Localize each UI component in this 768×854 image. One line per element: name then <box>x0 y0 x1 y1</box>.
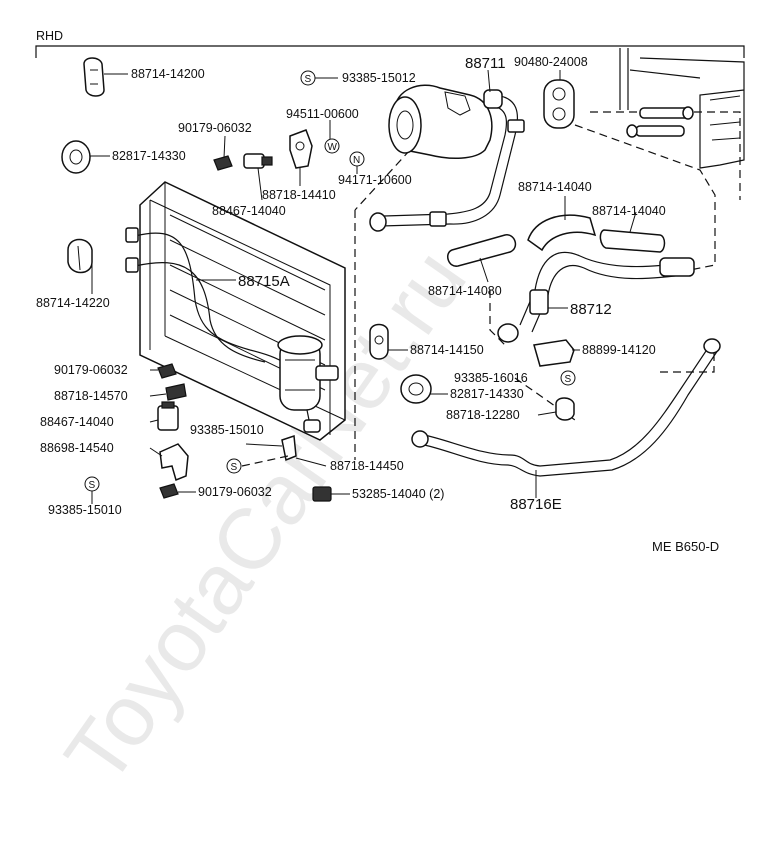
label-93385-15010-bot: 93385-15010 <box>48 503 122 517</box>
diagram-reference: ME B650-D <box>652 539 719 554</box>
clamp-88718-14450 <box>281 434 297 462</box>
insulator-88714-14080 <box>447 234 517 267</box>
label-90179-06032-bot: 90179-06032 <box>198 485 272 499</box>
label-88714-14220: 88714-14220 <box>36 296 110 310</box>
symbol-s-93385-15010-mid: S <box>226 458 242 474</box>
svg-text:S: S <box>231 462 238 473</box>
clamp-88718-12280 <box>555 397 575 421</box>
label-90480-24008: 90480-24008 <box>514 55 588 69</box>
label-88718-14410: 88718-14410 <box>262 188 336 202</box>
label-88714-14080: 88714-14080 <box>428 284 502 298</box>
grommet-88714-14150 <box>369 323 389 360</box>
switch-88467-14040-top <box>243 153 273 169</box>
label-88467-14040-mid: 88467-14040 <box>40 415 114 429</box>
label-88467-14040-top: 88467-14040 <box>212 204 286 218</box>
compressor <box>388 84 493 160</box>
label-88718-12280: 88718-12280 <box>446 408 520 422</box>
label-88712: 88712 <box>570 301 612 318</box>
symbol-s-93385-16016: S <box>560 370 576 386</box>
label-94511-00600: 94511-00600 <box>286 107 359 121</box>
label-88698-14540: 88698-14540 <box>40 441 114 455</box>
symbol-s-93385-15010-bot: S <box>84 476 100 492</box>
label-88715a: 88715A <box>238 273 290 290</box>
label-93385-16016: 93385-16016 <box>454 371 528 385</box>
label-88718-14450: 88718-14450 <box>330 459 404 473</box>
switch-88467-14040-mid <box>157 401 179 431</box>
header-variant: RHD <box>36 29 63 43</box>
label-82817-14330-right: 82817-14330 <box>450 387 524 401</box>
label-88714-14200: 88714-14200 <box>131 67 205 81</box>
label-88899-14120: 88899-14120 <box>582 343 656 357</box>
bracket-88899-14120 <box>533 339 575 367</box>
bracket-88718-14410 <box>289 129 313 169</box>
label-82817-14330-left: 82817-14330 <box>112 149 186 163</box>
label-53285-14040: 53285-14040 (2) <box>352 487 444 501</box>
nut-90179-06032-bot <box>159 483 179 499</box>
label-94171-10600: 94171-10600 <box>338 173 412 187</box>
label-93385-15012: 93385-15012 <box>342 71 416 85</box>
hose-88712 <box>497 251 695 343</box>
clip-53285-14040 <box>312 486 332 502</box>
label-88714-14040-b: 88714-14040 <box>592 204 666 218</box>
engine-bay-outline <box>354 111 741 460</box>
label-88714-14150: 88714-14150 <box>410 343 484 357</box>
leader-lines <box>90 69 637 504</box>
grommet-90480-24008 <box>543 79 575 129</box>
receiver-dryer <box>277 335 339 433</box>
svg-text:S: S <box>305 74 312 85</box>
grommet-88714-14220 <box>67 238 93 274</box>
label-88716e: 88716E <box>510 496 562 513</box>
bracket-88698-14540 <box>159 443 189 482</box>
tube-88716e <box>411 338 721 477</box>
nut-90179-06032-mid <box>157 363 177 379</box>
clamp-82817-14330-left <box>61 140 91 174</box>
label-90179-06032-top: 90179-06032 <box>178 121 252 135</box>
symbol-s-93385-15012: S <box>300 70 316 86</box>
hose-88711 <box>369 89 525 232</box>
svg-text:S: S <box>89 480 96 491</box>
firewall-structure <box>619 48 745 169</box>
label-88711: 88711 <box>465 55 506 72</box>
nut-90179-06032-top <box>213 155 233 171</box>
header-bracket <box>35 45 745 58</box>
clamp-88718-14570 <box>165 383 187 401</box>
clamp-82817-14330-right <box>400 374 432 404</box>
symbol-w-94511-00600: W <box>324 138 340 154</box>
insulator-88714-14040-b <box>599 229 666 253</box>
symbol-n-94171-10600: N <box>349 151 365 167</box>
label-88718-14570: 88718-14570 <box>54 389 128 403</box>
label-88714-14040-a: 88714-14040 <box>518 180 592 194</box>
svg-text:S: S <box>565 374 572 385</box>
svg-text:W: W <box>328 142 338 153</box>
label-90179-06032-mid: 90179-06032 <box>54 363 128 377</box>
insulator-88714-14040-a <box>527 214 597 252</box>
label-93385-15010-mid: 93385-15010 <box>190 423 264 437</box>
svg-text:N: N <box>353 155 360 166</box>
grommet-88714-14200 <box>83 57 105 97</box>
